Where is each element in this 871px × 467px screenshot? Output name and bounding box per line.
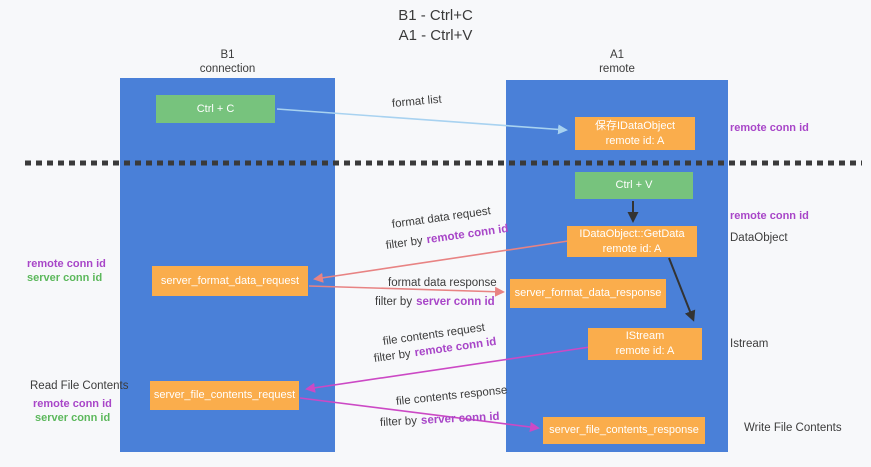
node-save-idataobject: 保存IDataObject remote id: A: [575, 117, 695, 150]
format-data-response-edge-label: format data response: [388, 277, 497, 289]
left-column-title: B1: [220, 49, 235, 61]
node-ctrl-v: Ctrl + V: [575, 172, 693, 199]
node-ctrl-v-label: Ctrl + V: [615, 179, 653, 192]
title-line-1: B1 - Ctrl+C: [398, 7, 473, 24]
right-column-subtitle: remote: [599, 63, 635, 75]
remote-conn-id-label-bottom-left: remote conn id: [33, 398, 112, 410]
filter-by-text: filter by: [385, 234, 424, 252]
node-ctrl-c: Ctrl + C: [156, 95, 275, 123]
left-column-header: B1 connection: [120, 48, 335, 76]
remote-conn-id-label-mid-left: remote conn id: [27, 258, 106, 270]
file-contents-response-edge-label: file contents response: [395, 384, 508, 408]
filter-by-text: filter by: [373, 347, 412, 365]
node-save-idataobject-line2: remote id: A: [605, 134, 665, 147]
left-column-subtitle: connection: [199, 63, 256, 75]
node-istream-line1: IStream: [625, 330, 665, 343]
read-file-contents-label: Read File Contents: [30, 380, 129, 392]
node-istream-line2: remote id: A: [615, 345, 675, 357]
node-server-format-data-request: server_format_data_request: [152, 266, 308, 296]
filter-by-text: filter by: [375, 296, 413, 308]
node-server-format-data-response: server_format_data_response: [510, 279, 666, 308]
remote-conn-id-label-top-right: remote conn id: [730, 122, 809, 134]
dataobject-label: DataObject: [730, 232, 788, 244]
server-conn-id-value: server conn id: [416, 296, 495, 308]
remote-conn-id-label-mid-right: remote conn id: [730, 210, 809, 222]
filter-by-text: filter by: [379, 415, 418, 429]
node-istream: IStream remote id: A: [588, 328, 702, 360]
node-server-file-contents-request: server_file_contents_request: [150, 381, 299, 410]
remote-conn-id-value: remote conn id: [425, 222, 510, 247]
server-conn-id-label-bottom-left: server conn id: [35, 412, 111, 424]
node-idataobject-getdata-line2: remote id: A: [602, 242, 662, 255]
node-save-idataobject-line1: 保存IDataObject: [594, 119, 676, 132]
node-server-format-data-response-label: server_format_data_response: [514, 287, 662, 300]
node-server-file-contents-response-label: server_file_contents_response: [549, 424, 699, 437]
node-ctrl-c-label: Ctrl + C: [196, 102, 235, 115]
node-server-file-contents-request-label: server_file_contents_request: [153, 389, 296, 402]
diagram-title: B1 - Ctrl+C A1 - Ctrl+V: [0, 6, 871, 46]
node-idataobject-getdata-line1: IDataObject::GetData: [579, 227, 685, 240]
node-idataobject-getdata: IDataObject::GetData remote id: A: [567, 226, 697, 257]
istream-label: Istream: [730, 338, 769, 350]
node-server-file-contents-response: server_file_contents_response: [543, 417, 705, 444]
server-conn-id-label-mid-left: server conn id: [27, 272, 103, 284]
write-file-contents-label: Write File Contents: [744, 422, 842, 434]
format-list-edge-label: format list: [391, 93, 443, 110]
right-column-header: A1 remote: [506, 48, 728, 76]
right-column-title: A1: [609, 49, 625, 61]
server-conn-id-value: server conn id: [420, 410, 500, 427]
node-server-format-data-request-label: server_format_data_request: [160, 274, 300, 287]
title-line-2: A1 - Ctrl+V: [398, 27, 473, 44]
